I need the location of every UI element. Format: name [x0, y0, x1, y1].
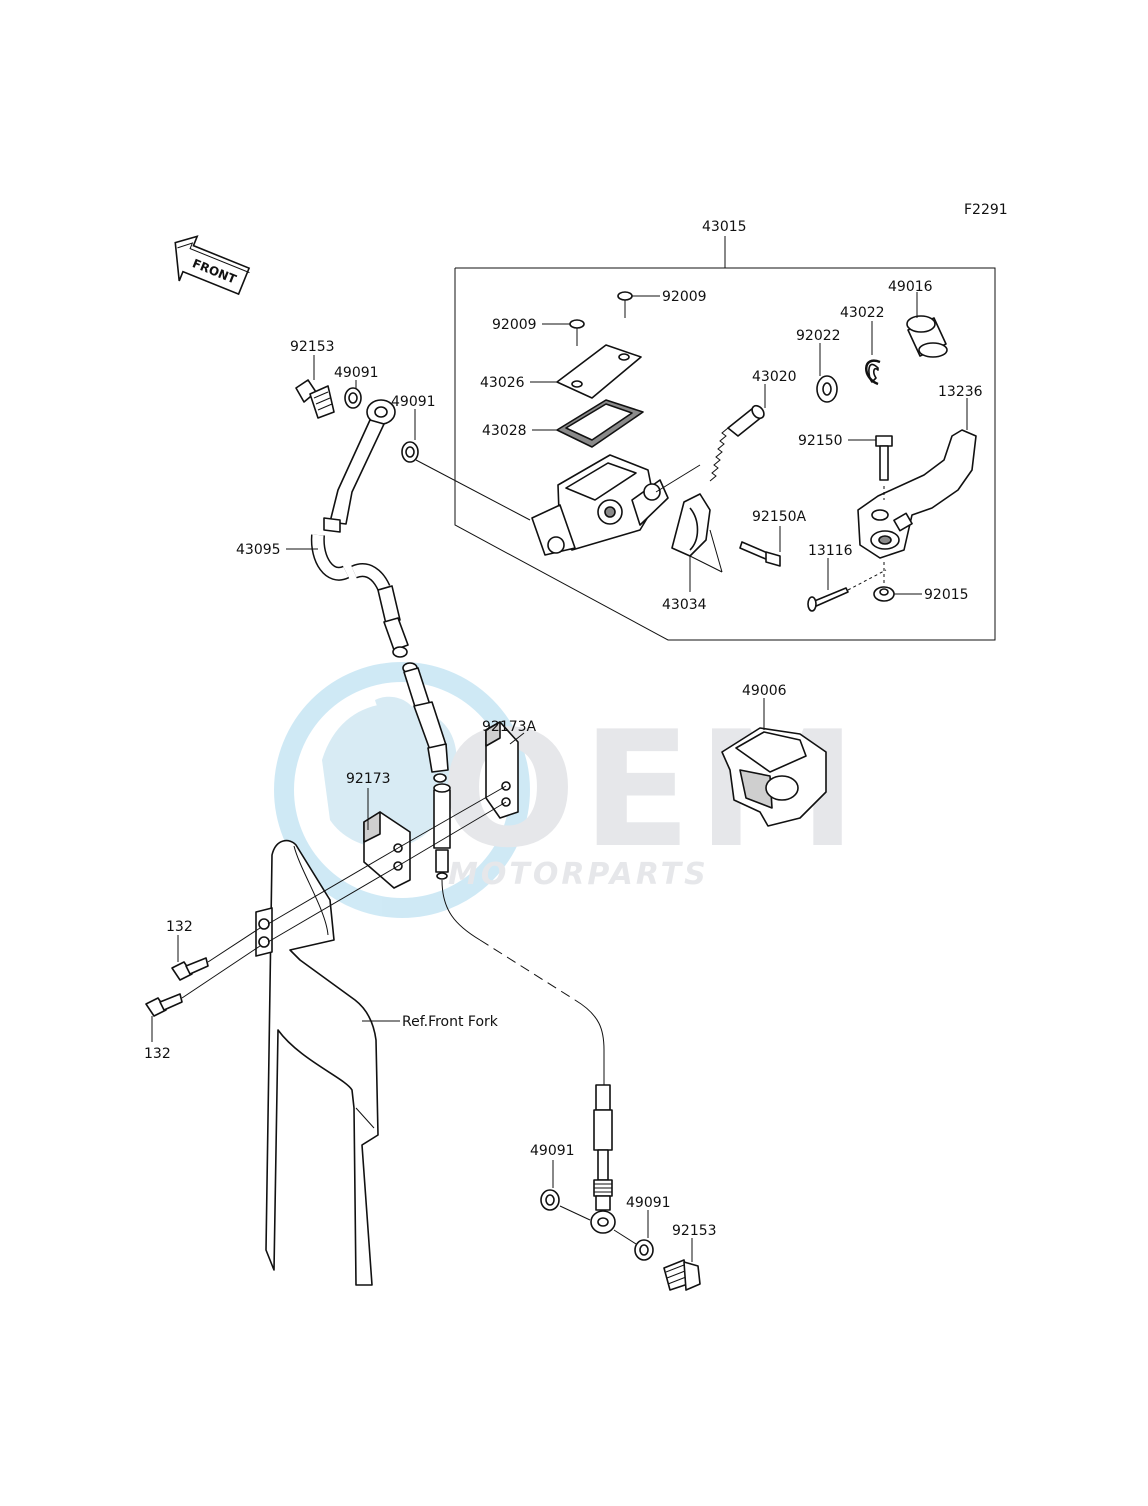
washer-49091-upper-a [344, 380, 362, 409]
callout-16: 49091 [334, 365, 379, 381]
bolt-132-lower [145, 945, 261, 1042]
callout-17: 49091 [391, 394, 436, 410]
cover-49006 [721, 698, 827, 827]
screw-92009-b [542, 319, 585, 346]
brake-lever [857, 398, 977, 559]
callout-12: 13116 [808, 543, 853, 559]
callout-26: 92153 [672, 1223, 717, 1239]
callout-15: 92153 [290, 339, 335, 355]
reservoir-cap [530, 344, 642, 399]
callout-23: 132 [144, 1046, 171, 1062]
clamp-43034 [671, 493, 723, 592]
callout-8: 43020 [752, 369, 797, 385]
callout-4: 43028 [482, 423, 527, 439]
front-fork-guard [255, 839, 400, 1286]
screw-92009-a [617, 291, 660, 318]
master-cylinder-body [531, 454, 669, 556]
callout-24: 49091 [530, 1143, 575, 1159]
boot-49016 [906, 292, 948, 358]
front-direction-arrow: FRONT [174, 235, 251, 296]
pivot-bolt-92150 [848, 435, 893, 500]
hose-guide-92173 [363, 788, 411, 889]
clamp-bolt-92150A [739, 526, 781, 567]
callout-9: 13236 [938, 384, 983, 400]
piston-kit [655, 384, 766, 493]
callout-6: 43022 [840, 305, 885, 321]
callout-20: 92173A [482, 719, 537, 735]
watermark-subtext: MOTORPARTS [448, 857, 709, 892]
reference-label: Ref.Front Fork [402, 1014, 499, 1030]
nut-92015 [873, 562, 922, 602]
diaphragm [532, 399, 644, 448]
callout-1: 92009 [662, 289, 707, 305]
callout-21: 92173 [346, 771, 391, 787]
banjo-bolt-upper [295, 355, 335, 419]
callout-25: 49091 [626, 1195, 671, 1211]
callout-2: 92009 [492, 317, 537, 333]
callout-3: 43026 [480, 375, 525, 391]
washer-49091-upper-b [401, 409, 419, 463]
hose-guide-92173A [485, 721, 525, 819]
callout-10: 92150 [798, 433, 843, 449]
circlip-43022 [865, 321, 881, 386]
watermark: OEM MOTORPARTS [274, 662, 857, 918]
bolt-132-upper [171, 927, 261, 981]
callout-18: 43095 [236, 542, 281, 558]
figure-code: F2291 [964, 202, 1008, 218]
callout-11: 92150A [752, 509, 807, 525]
banjo-bolt-lower [663, 1238, 701, 1291]
pin-13116 [807, 558, 887, 612]
washer-92022 [816, 343, 838, 403]
callout-14: 92015 [924, 587, 969, 603]
callout-0: 43015 [702, 219, 747, 235]
callout-13: 43034 [662, 597, 707, 613]
callout-22: 132 [166, 919, 193, 935]
master-cylinder-assembly-box [454, 236, 996, 641]
brake-hose-43095 [286, 399, 451, 880]
callout-19: 49006 [742, 683, 787, 699]
washer-49091-lower-b [613, 1210, 654, 1261]
washer-49091-lower-a [540, 1160, 591, 1221]
callout-5: 92022 [796, 328, 841, 344]
brake-hose-lower [441, 879, 616, 1234]
callout-7: 49016 [888, 279, 933, 295]
